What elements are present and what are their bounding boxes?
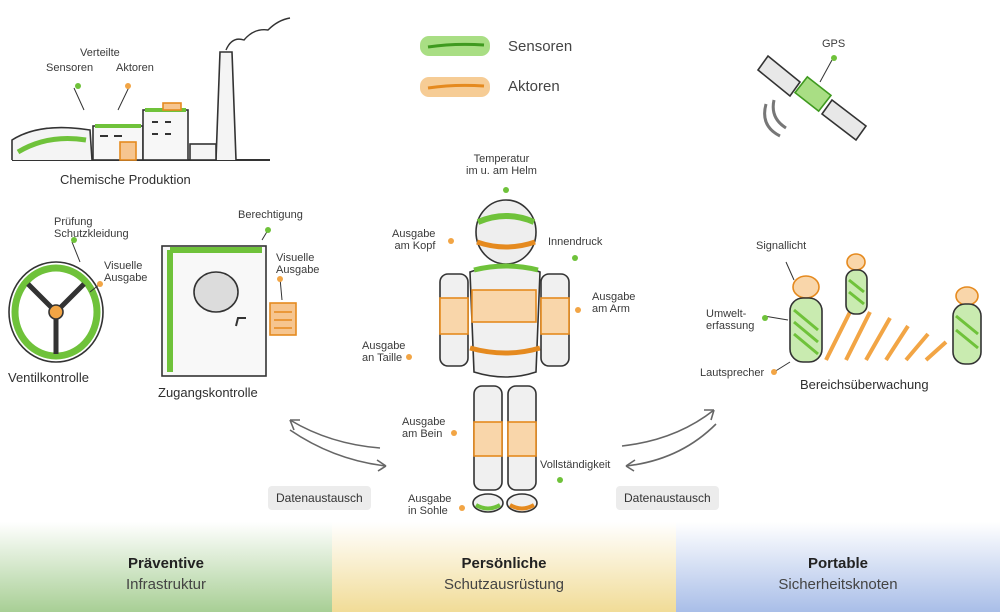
valve-visual-label: Visuelle Ausgabe: [104, 260, 148, 284]
access-visual-label: Visuelle Ausgabe: [276, 252, 320, 276]
gps-satellite-sketch: [756, 54, 868, 142]
data-exchange-right: Datenaustausch: [616, 486, 719, 510]
band-portable: Portable Sicherheitsknoten: [676, 522, 1000, 612]
chem-sensors-label: Sensoren: [46, 62, 94, 74]
band-preventive-title: Präventive: [128, 555, 204, 572]
protective-suit-sketch: [439, 199, 570, 513]
area-title: Bereichsüberwachung: [800, 377, 929, 392]
valve-check-label: Prüfung Schutzkleidung: [54, 216, 129, 240]
band-preventive-subtitle: Infrastruktur: [125, 576, 207, 593]
chemical-plant-sketch: [11, 17, 291, 161]
person-label-dots: [71, 83, 581, 511]
person-sole-out-label: Ausgabe in Sohle: [408, 493, 452, 517]
portable-nodes-sketch: [762, 253, 982, 375]
chem-actuators-label: Aktoren: [116, 62, 154, 74]
legend-actuator-swatch: [420, 77, 490, 97]
person-leg-out-label: Ausgabe am Bein: [402, 416, 446, 440]
chem-distributed-label: Verteilte: [80, 47, 120, 59]
chem-title: Chemische Produktion: [60, 172, 191, 187]
exchange-arrows-left: [289, 419, 387, 472]
legend-sensors-label: Sensoren: [508, 38, 573, 55]
data-exchange-left: Datenaustausch: [268, 486, 371, 510]
access-door-sketch: [161, 229, 297, 377]
legend-sensor-swatch: [420, 36, 490, 56]
access-title: Zugangskontrolle: [158, 385, 258, 400]
person-head-out-label: Ausgabe am Kopf: [392, 228, 436, 252]
legend-actuators-label: Aktoren: [508, 78, 560, 95]
band-personal: Persönliche Schutzausrüstung: [332, 522, 676, 612]
signal-light-label: Signallicht: [756, 240, 807, 252]
band-preventive: Präventive Infrastruktur: [0, 522, 332, 612]
band-portable-subtitle: Sicherheitsknoten: [778, 576, 898, 593]
access-auth-label: Berechtigung: [238, 209, 303, 221]
speaker-label: Lautsprecher: [700, 367, 765, 379]
valve-title: Ventilkontrolle: [8, 370, 89, 385]
person-temp-label: Temperatur im u. am Helm: [466, 153, 537, 177]
person-completeness-label: Vollständigkeit: [540, 459, 611, 471]
gps-label: GPS: [822, 38, 846, 50]
band-personal-title: Persönliche: [461, 555, 547, 572]
band-personal-subtitle: Schutzausrüstung: [443, 576, 565, 593]
person-arm-out-label: Ausgabe am Arm: [592, 291, 636, 315]
band-portable-title: Portable: [807, 555, 868, 572]
exchange-arrows-right: [621, 409, 717, 472]
valve-wheel-sketch: [8, 241, 104, 363]
person-waist-out-label: Ausgabe an Taille: [362, 340, 406, 364]
env-sensing-label: Umwelt- erfassung: [706, 308, 755, 332]
person-pressure-label: Innendruck: [548, 236, 603, 248]
